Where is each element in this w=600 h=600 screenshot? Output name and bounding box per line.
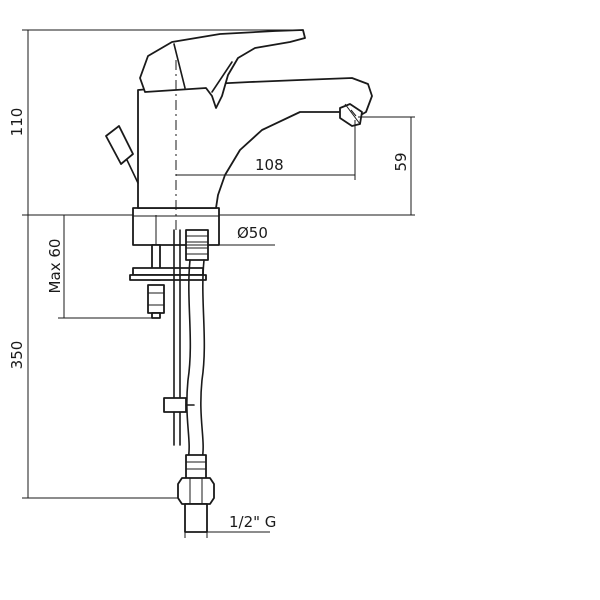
under-counter-assembly xyxy=(129,215,215,533)
dimension-max-60: Max 60 xyxy=(46,214,156,319)
dim-label-350: 350 xyxy=(8,341,26,370)
dimension-108: 108 xyxy=(176,120,356,180)
dim-label-thread: 1/2" G xyxy=(229,513,276,531)
hose-end-ferrule xyxy=(185,454,207,480)
dim-label-59: 59 xyxy=(392,152,410,171)
popup-knob xyxy=(105,125,134,165)
dim-label-max-60: Max 60 xyxy=(46,239,64,294)
washer xyxy=(132,267,204,276)
faucet-body xyxy=(105,29,373,246)
dimension-59: 59 xyxy=(219,116,415,216)
flexible-hose xyxy=(186,259,192,461)
rod-clamp xyxy=(163,397,187,413)
dimension-350: 350 xyxy=(8,215,178,499)
dim-label-108: 108 xyxy=(255,156,284,174)
lever-handle xyxy=(139,29,306,109)
dim-label-diameter: Ø50 xyxy=(237,224,268,242)
spout xyxy=(137,77,373,209)
dimension-diameter-50: Ø50 xyxy=(160,224,275,246)
hose-hex-nut xyxy=(177,477,215,505)
dim-label-110: 110 xyxy=(8,108,26,137)
thread-end xyxy=(184,503,208,533)
fixing-nut xyxy=(147,284,165,314)
dimension-thread: 1/2" G xyxy=(184,513,276,538)
